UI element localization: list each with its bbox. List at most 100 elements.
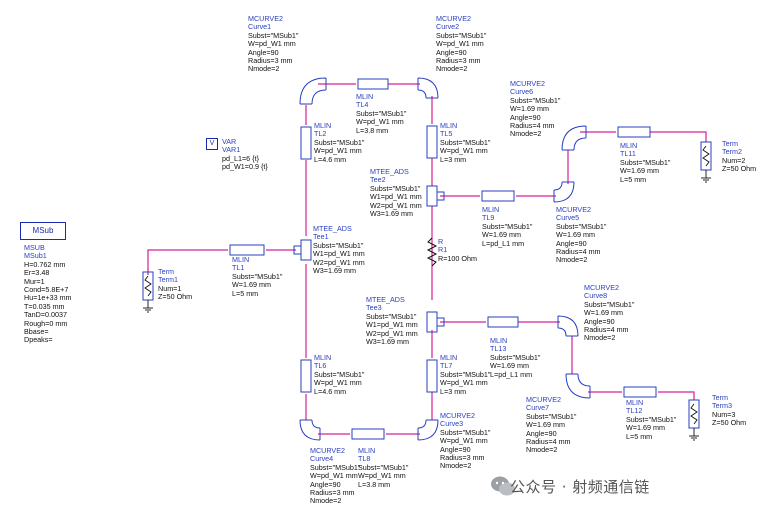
tl2-params-line: TL2 xyxy=(314,129,327,139)
tl11-mlin[interactable] xyxy=(617,126,651,138)
term2-params-line: Term2 xyxy=(722,147,742,157)
curve5-params-line: Radius=4 mm xyxy=(556,247,601,257)
curve6-params-line: Radius=4 mm xyxy=(510,121,555,131)
msub-params-line: TanD=0.0037 xyxy=(24,310,67,320)
curve3-params-line: Angle=90 xyxy=(440,444,471,454)
curve2-params-line: W=pd_W1 mm xyxy=(436,39,484,49)
r1-params-line: R xyxy=(438,237,444,246)
term1-params-line: Num=1 xyxy=(158,283,182,293)
curve1-params-line: Radius=3 mm xyxy=(248,56,293,66)
tee2-mtee-body xyxy=(426,185,438,207)
curve7-params-line: MCURVE2 xyxy=(526,395,562,404)
tl2-mlin[interactable] xyxy=(300,126,312,160)
curve7-params-line: Nmode=2 xyxy=(526,445,558,455)
term2[interactable] xyxy=(700,141,712,183)
curve7-params-line: Radius=4 mm xyxy=(526,437,571,447)
msub-params-line: Hu=1e+33 mm xyxy=(24,293,72,303)
curve7-params-line: Subst="MSub1" xyxy=(526,411,577,421)
msub-params-line: MSUB xyxy=(24,243,45,252)
curve1-params-line: MCURVE2 xyxy=(248,14,284,23)
curve2-bend[interactable] xyxy=(417,77,439,99)
tl6-mlin[interactable] xyxy=(300,359,312,393)
tl4-mlin[interactable] xyxy=(357,78,389,90)
tee2-params-line: MTEE_ADS xyxy=(370,167,409,176)
tee3-params-line: W3=1.69 mm xyxy=(366,337,409,347)
curve3-params-line: Radius=3 mm xyxy=(440,453,485,463)
tl6-params-line: L=4.6 mm xyxy=(314,386,347,396)
curve6-bend[interactable] xyxy=(561,125,587,151)
tee1-mtee[interactable] xyxy=(293,239,312,261)
tl1-params-line: TL1 xyxy=(232,263,245,273)
var-params-line: VAR xyxy=(222,137,237,146)
tl8-params-line: MLIN xyxy=(358,446,376,455)
r1-resistor[interactable] xyxy=(426,237,438,267)
msub-component-box[interactable]: MSub xyxy=(20,222,66,240)
term1[interactable] xyxy=(142,271,154,313)
tl5-params-line: TL5 xyxy=(440,129,453,139)
term2-params-line: Z=50 Ohm xyxy=(722,164,757,174)
curve8-bend[interactable] xyxy=(557,315,579,337)
curve3-params-line: Nmode=2 xyxy=(440,461,472,471)
curve8-params-line: MCURVE2 xyxy=(584,283,620,292)
curve1-params-line: Subst="MSub1" xyxy=(248,30,299,40)
curve6-params-line: MCURVE2 xyxy=(510,79,546,88)
term2-params-line: Term xyxy=(722,139,738,148)
tl9-params-line: TL9 xyxy=(482,213,495,223)
curve4-bend[interactable] xyxy=(299,419,321,441)
curve3-params-line: Subst="MSub1" xyxy=(440,427,491,437)
curve4-params-line: Curve4 xyxy=(310,454,334,464)
tl5-params-line: Subst="MSub1" xyxy=(440,137,491,147)
tl4-params-line: TL4 xyxy=(356,100,369,110)
tl11-params-line: L=5 mm xyxy=(620,174,647,184)
var-icon[interactable]: V xyxy=(206,138,218,150)
curve7-bend[interactable] xyxy=(565,373,591,399)
term2-params-line: Num=2 xyxy=(722,155,746,165)
curve8-params-line: W=1.69 mm xyxy=(584,308,623,318)
tl5-mlin[interactable] xyxy=(426,125,438,159)
tl9-mlin[interactable] xyxy=(481,190,515,202)
tl12-mlin[interactable] xyxy=(623,386,657,398)
wire-tl11-term2 xyxy=(650,131,707,142)
tl1-mlin[interactable] xyxy=(229,244,265,256)
tee3-mtee[interactable] xyxy=(426,311,445,333)
curve1-params-line: Nmode=2 xyxy=(248,64,280,74)
tl7-params-line: TL7 xyxy=(440,361,453,371)
tl7-params-line: Subst="MSub1" xyxy=(440,369,491,379)
curve3-bend[interactable] xyxy=(417,419,439,441)
curve1-params-line: Curve1 xyxy=(248,22,272,32)
curve1-bend[interactable] xyxy=(299,77,327,105)
msub-params-line: Dpeaks= xyxy=(24,335,53,345)
tee3-params-line: MTEE_ADS xyxy=(366,295,405,304)
tl11-params-line: W=1.69 mm xyxy=(620,166,659,176)
tl12-params-line: Subst="MSub1" xyxy=(626,414,677,424)
tee2-params-line: W2=pd_W1 mm xyxy=(370,200,422,210)
curve1-params-line: Angle=90 xyxy=(248,47,279,57)
tee2-params-line: Subst="MSub1" xyxy=(370,183,421,193)
tl1-params-line: Subst="MSub1" xyxy=(232,271,283,281)
tee3-mtee-body xyxy=(426,311,438,333)
tl7-mlin[interactable] xyxy=(426,359,438,393)
msub-params-line: H=0.762 mm xyxy=(24,259,66,269)
curve4-params-line: Nmode=2 xyxy=(310,496,342,506)
tee3-params-line: Tee3 xyxy=(366,303,382,313)
tl13-params-line: TL13 xyxy=(490,344,507,354)
curve5-params-line: Nmode=2 xyxy=(556,255,588,265)
tee2-mtee[interactable] xyxy=(426,185,445,207)
msub-params-line: Cond=5.8E+7 xyxy=(24,285,69,295)
curve6-params-line: Angle=90 xyxy=(510,112,541,122)
tl9-params-line: L=pd_L1 mm xyxy=(482,238,525,248)
tl8-mlin[interactable] xyxy=(351,428,385,440)
curve5-bend[interactable] xyxy=(553,181,575,203)
tl8-params-line: W=pd_W1 mm xyxy=(358,471,406,481)
tee1-mtee-branch xyxy=(293,245,302,255)
curve5-params-line: MCURVE2 xyxy=(556,205,592,214)
tl13-mlin[interactable] xyxy=(487,316,519,328)
term3[interactable] xyxy=(688,399,700,441)
